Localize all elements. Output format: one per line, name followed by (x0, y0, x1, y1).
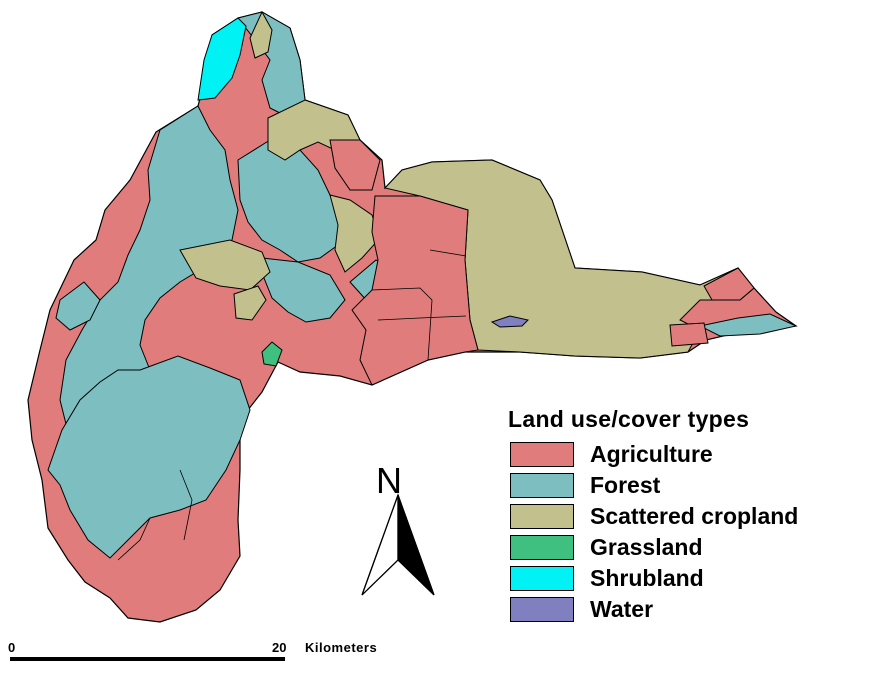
legend-item-forest: Forest (510, 470, 798, 501)
internal-boundaries (117, 249, 467, 561)
scale-unit-label: Kilometers (305, 640, 378, 655)
legend-label: Grassland (590, 534, 703, 560)
legend-label: Shrubland (590, 565, 704, 591)
legend-item-agriculture: Agriculture (510, 439, 798, 470)
legend-item-shrubland: Shrubland (510, 563, 798, 594)
forest-polygons (47, 11, 798, 559)
legend-swatch (510, 597, 574, 622)
legend-swatch (510, 473, 574, 498)
legend-label: Forest (590, 472, 661, 498)
grassland-polygon (261, 341, 283, 367)
north-arrow (361, 493, 435, 596)
legend-label: Scattered cropland (590, 503, 799, 529)
scale-end-label: 20 (272, 640, 287, 655)
legend-label: Water (590, 596, 654, 622)
legend-swatch (510, 504, 574, 529)
legend-title: Land use/cover types (508, 406, 750, 432)
legend-label: Agriculture (590, 441, 713, 467)
legend-swatch (510, 442, 574, 467)
legend-item-grassland: Grassland (510, 532, 798, 563)
legend-swatch (510, 566, 574, 591)
legend-item-water: Water (510, 594, 798, 625)
scattered-cropland-polygons (179, 10, 755, 359)
legend-item-scattered-cropland: Scattered cropland (510, 501, 798, 532)
scale-bar (10, 657, 285, 661)
legend: Land use/cover types Agriculture Forest … (508, 406, 798, 625)
north-label: N (376, 460, 402, 501)
legend-swatch (510, 535, 574, 560)
agriculture-patches (329, 139, 755, 386)
scale-start-label: 0 (8, 640, 16, 655)
water-polygon (490, 315, 529, 328)
shrubland-polygon (197, 17, 247, 101)
